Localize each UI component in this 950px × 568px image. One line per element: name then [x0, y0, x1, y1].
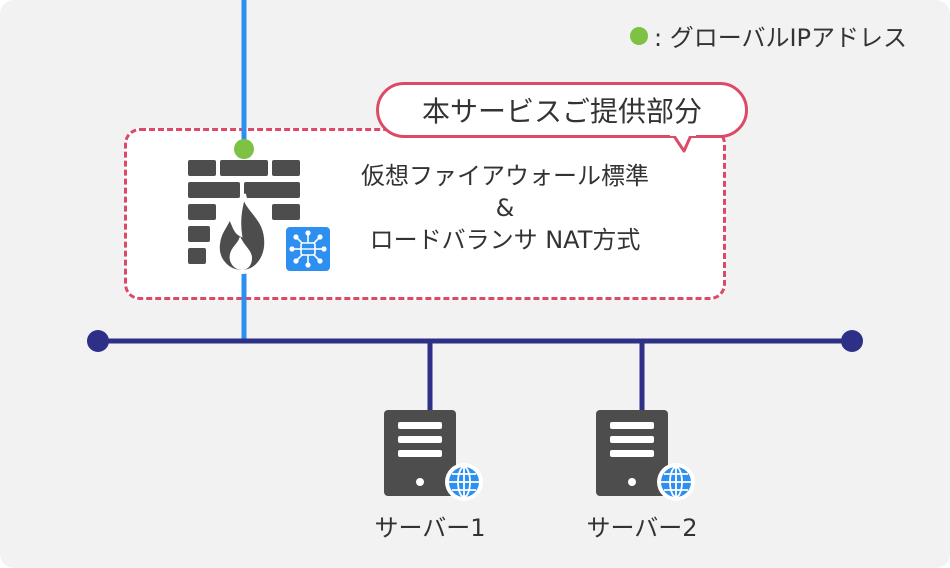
callout-label: 本サービスご提供部分	[421, 95, 702, 128]
global-ip-dot	[234, 139, 254, 159]
description-line-3: ロードバランサ NAT方式	[369, 226, 641, 254]
legend-label: : グローバルIPアドレス	[654, 24, 908, 52]
server-2-icon	[596, 410, 695, 501]
service-scope-box	[124, 128, 726, 300]
load-balancer-icon	[286, 227, 330, 271]
callout-tail	[670, 133, 696, 153]
description-line-1: 仮想ファイアウォール標準	[361, 162, 649, 190]
service-callout: 本サービスご提供部分	[376, 82, 748, 138]
firewall-description: 仮想ファイアウォール標準 & ロードバランサ NAT方式	[330, 160, 680, 256]
global-ip-legend-dot	[630, 26, 648, 45]
firewall-icon	[188, 160, 300, 275]
lan-bus-end-right	[841, 330, 863, 352]
description-line-2: &	[495, 194, 515, 222]
server-1-label: サーバー1	[374, 514, 486, 542]
lan-bus-end-left	[87, 330, 109, 352]
server-1-icon	[384, 410, 483, 501]
server-2-label: サーバー2	[586, 514, 698, 542]
legend: : グローバルIPアドレス	[630, 18, 907, 53]
